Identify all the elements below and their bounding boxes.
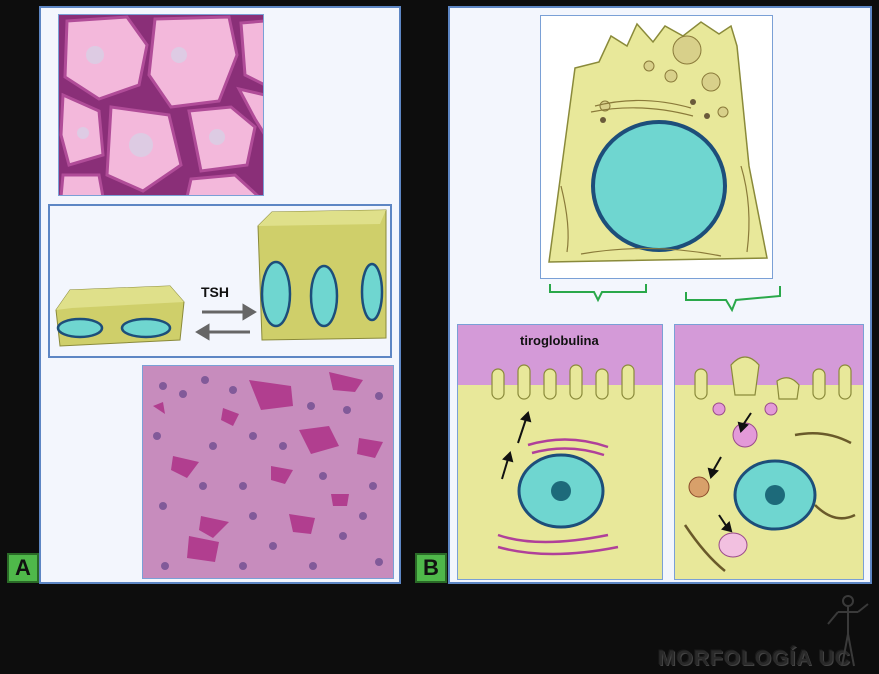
panel-a-badge: A xyxy=(7,553,39,583)
panel-b-badge: B xyxy=(415,553,447,583)
tsh-epithelium-diagram xyxy=(48,204,392,358)
green-brackets xyxy=(549,284,781,313)
synthesis-drawing xyxy=(457,324,663,580)
columnar-epithelium-block xyxy=(257,209,387,341)
follicular-cell-drawing xyxy=(540,15,773,279)
histology-active-thyroid xyxy=(142,365,394,579)
histology-inactive-thyroid xyxy=(58,14,264,196)
tsh-arrows xyxy=(195,303,257,341)
panel-b: tiroglobulina xyxy=(448,6,872,584)
watermark-text: MORFOLOGÍA UC xyxy=(658,647,852,670)
resorption-drawing xyxy=(674,324,864,580)
tiroglobulina-label: tiroglobulina xyxy=(520,333,599,348)
tsh-label: TSH xyxy=(201,284,229,300)
flat-epithelium-block xyxy=(55,285,185,347)
human-figure-logo-icon xyxy=(827,595,869,667)
panel-a: TSH xyxy=(39,6,401,584)
